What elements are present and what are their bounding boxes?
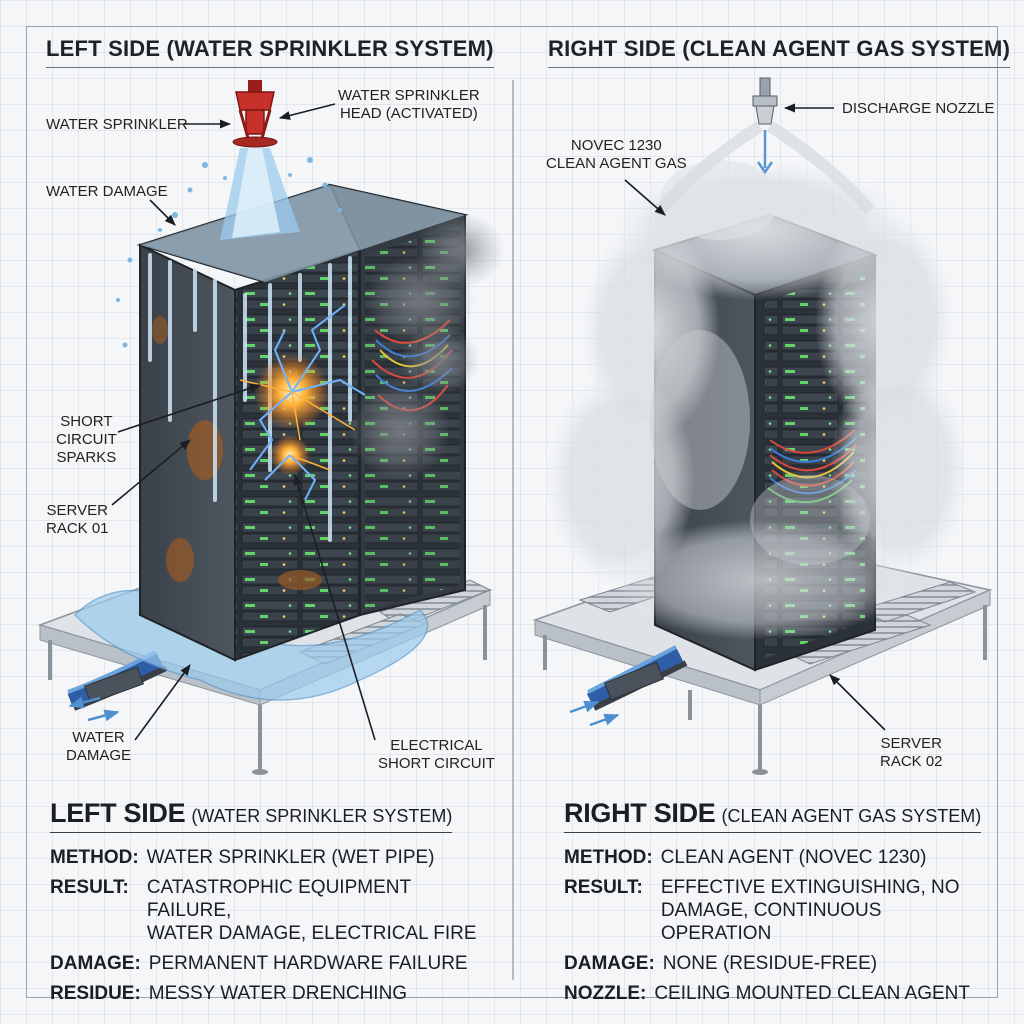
left-panel-title: LEFT SIDE (WATER SPRINKLER SYSTEM) xyxy=(46,36,494,68)
right-row-result: RESULT:EFFECTIVE EXTINGUISHING, NO DAMAG… xyxy=(564,877,960,944)
callout-water-damage-top: WATER DAMAGE xyxy=(46,183,168,200)
left-row-result: RESULT:CATASTROPHIC EQUIPMENT FAILURE, W… xyxy=(50,877,477,944)
right-summary-heading-main: RIGHT SIDE xyxy=(564,798,716,828)
right-row-method: METHOD:CLEAN AGENT (NOVEC 1230) xyxy=(564,847,927,868)
smoke-cloud xyxy=(350,212,505,480)
outer-frame xyxy=(26,26,998,998)
right-summary-heading: RIGHT SIDE(CLEAN AGENT GAS SYSTEM) xyxy=(564,798,982,833)
left-summary-heading-sub: (WATER SPRINKLER SYSTEM) xyxy=(191,806,453,826)
right-leader-lines xyxy=(624,103,886,731)
callout-server-rack-02: SERVER RACK 02 xyxy=(880,735,943,770)
callout-sprinkler-head: WATER SPRINKLER HEAD (ACTIVATED) xyxy=(338,87,480,122)
discharge-nozzle xyxy=(655,77,875,214)
short-circuit-sparks xyxy=(239,304,366,501)
left-summary-heading-main: LEFT SIDE xyxy=(50,798,186,828)
left-leader-lines xyxy=(111,103,376,741)
left-summary-rows: METHOD:WATER SPRINKLER (WET PIPE) RESULT… xyxy=(50,846,500,1012)
callout-short-circuit-sparks: SHORT CIRCUIT SPARKS xyxy=(56,413,117,466)
right-cable-bundle xyxy=(586,645,688,711)
callout-discharge-nozzle: DISCHARGE NOZZLE xyxy=(842,100,995,117)
right-panel-title-text: RIGHT SIDE (CLEAN AGENT GAS SYSTEM) xyxy=(548,36,1011,61)
left-row-residue: RESIDUE:MESSY WATER DRENCHING xyxy=(50,983,408,1004)
clean-agent-gas-cloud xyxy=(545,160,970,640)
callout-server-rack-01: SERVER RACK 01 xyxy=(46,502,109,537)
right-row-nozzle: NOZZLE:CEILING MOUNTED CLEAN AGENT xyxy=(564,983,970,1004)
center-divider xyxy=(512,80,514,980)
callout-electrical-short-circuit: ELECTRICAL SHORT CIRCUIT xyxy=(378,737,495,772)
left-airflow-arrows xyxy=(68,696,120,722)
water-sprinkler-head xyxy=(232,80,278,148)
callout-water-damage-bottom: WATER DAMAGE xyxy=(66,729,132,764)
right-airflow-arrows xyxy=(569,700,620,727)
left-panel-title-text: LEFT SIDE (WATER SPRINKLER SYSTEM) xyxy=(46,36,494,61)
right-row-damage: DAMAGE:NONE (RESIDUE-FREE) xyxy=(564,953,878,974)
right-panel-title: RIGHT SIDE (CLEAN AGENT GAS SYSTEM) xyxy=(548,36,1011,68)
right-summary-heading-sub: (CLEAN AGENT GAS SYSTEM) xyxy=(721,806,982,826)
left-row-damage: DAMAGE:PERMANENT HARDWARE FAILURE xyxy=(50,953,468,974)
right-summary-rows: METHOD:CLEAN AGENT (NOVEC 1230) RESULT:E… xyxy=(564,846,984,1012)
left-row-method: METHOD:WATER SPRINKLER (WET PIPE) xyxy=(50,847,435,868)
callout-water-sprinkler: WATER SPRINKLER xyxy=(46,116,188,133)
water-spray xyxy=(116,148,342,348)
left-summary-heading: LEFT SIDE(WATER SPRINKLER SYSTEM) xyxy=(50,798,453,833)
callout-novec-gas: NOVEC 1230 CLEAN AGENT GAS xyxy=(546,137,687,172)
